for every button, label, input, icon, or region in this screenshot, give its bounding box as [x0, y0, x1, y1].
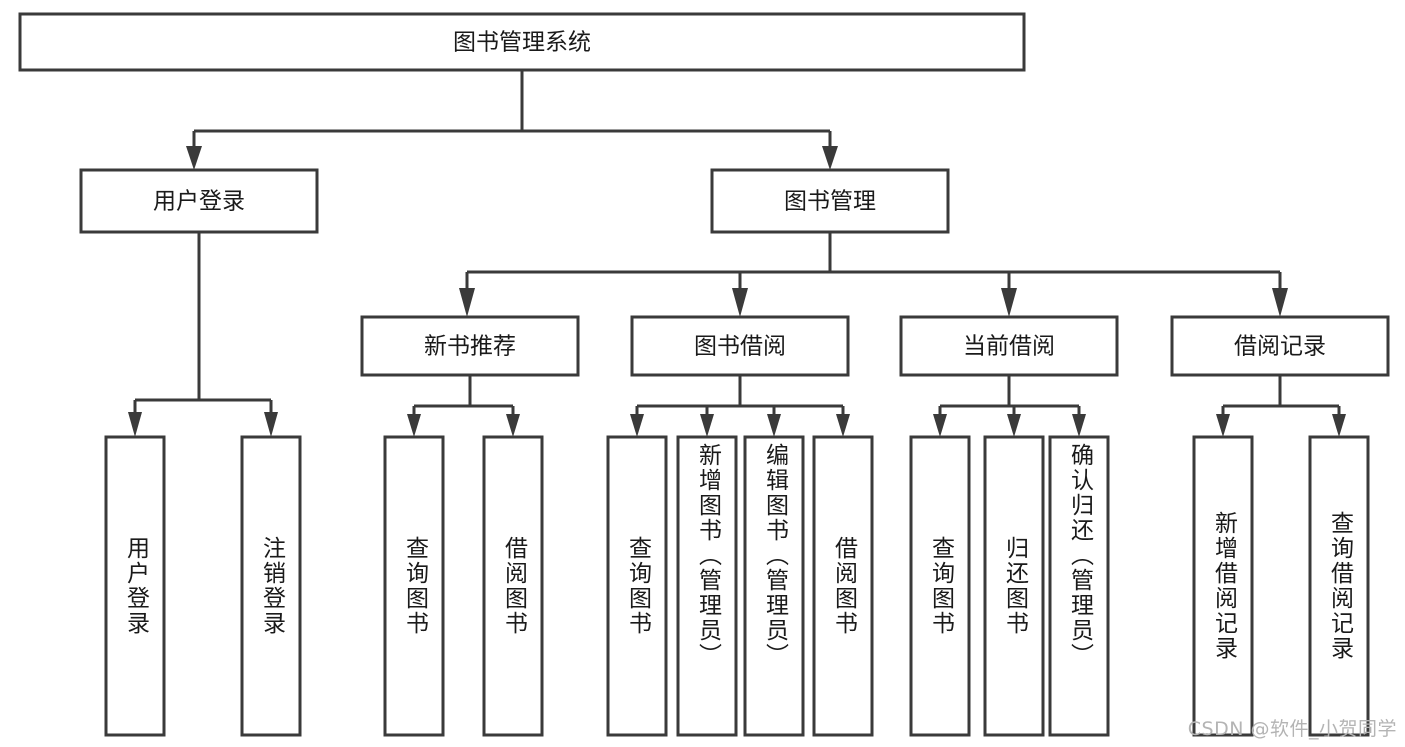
arrow-head-book-mgmt — [822, 146, 838, 170]
node-root-book-management-system[interactable]: 图书管理系统 — [18, 12, 1026, 72]
node-new-book-recommend[interactable]: 新书推荐 — [360, 315, 580, 377]
connector-group-user-login — [128, 232, 278, 437]
node-box-leaf-return-book[interactable] — [983, 435, 1045, 737]
node-box-current-borrow[interactable] — [899, 315, 1119, 377]
arrow-head-leaf-edit-book — [767, 414, 781, 437]
node-box-leaf-user-login[interactable] — [104, 435, 166, 737]
arrow-head-leaf-query-book-1 — [407, 414, 421, 437]
arrow-head-new-book-rec — [459, 288, 475, 317]
arrow-head-current-borrow — [1001, 288, 1017, 317]
arrow-head-book-borrow — [732, 288, 748, 317]
connector-group-current-borrow — [933, 375, 1086, 437]
connector-group-book-mgmt — [459, 232, 1288, 317]
connector-group-borrow-record — [1216, 375, 1346, 437]
node-box-book-management[interactable] — [710, 168, 950, 234]
node-box-root[interactable] — [18, 12, 1026, 72]
node-label-user-login: 用户登录 — [153, 189, 245, 215]
arrow-head-leaf-query-record — [1332, 414, 1346, 437]
arrow-head-leaf-logout — [264, 412, 278, 437]
arrow-head-user-login — [186, 146, 202, 170]
node-box-leaf-query-book-2[interactable] — [606, 435, 668, 737]
node-label-book-borrow: 图书借阅 — [694, 334, 786, 360]
arrow-head-leaf-user-login — [128, 412, 142, 437]
node-box-book-borrow[interactable] — [630, 315, 850, 377]
watermark-text: CSDN @软件_小贺同学 — [1187, 718, 1397, 740]
node-label-borrow-record: 借阅记录 — [1234, 334, 1326, 360]
node-box-new-book-recommend[interactable] — [360, 315, 580, 377]
node-current-borrow[interactable]: 当前借阅 — [899, 315, 1119, 377]
node-label-current-borrow: 当前借阅 — [963, 334, 1055, 360]
arrow-head-leaf-return-book — [1007, 414, 1021, 437]
node-box-leaf-edit-book[interactable] — [743, 435, 805, 737]
node-box-leaf-borrow-book-2[interactable] — [812, 435, 874, 737]
node-box-leaf-confirm-return[interactable] — [1048, 435, 1110, 737]
arrow-head-leaf-borrow-book-2 — [836, 414, 850, 437]
node-borrow-record[interactable]: 借阅记录 — [1170, 315, 1390, 377]
arrow-head-leaf-query-book-2 — [630, 414, 644, 437]
connector-group-new-book-rec — [407, 375, 520, 437]
leaf-box-group — [104, 435, 1370, 737]
arrow-head-leaf-borrow-book-1 — [506, 414, 520, 437]
node-book-borrow[interactable]: 图书借阅 — [630, 315, 850, 377]
node-box-user-login[interactable] — [79, 168, 319, 234]
node-box-leaf-query-book-1[interactable] — [383, 435, 445, 737]
node-box-borrow-record[interactable] — [1170, 315, 1390, 377]
connector-group-book-borrow — [630, 375, 850, 437]
arrow-head-leaf-confirm-return — [1072, 414, 1086, 437]
connector-group-root — [186, 70, 838, 170]
node-book-management[interactable]: 图书管理 — [710, 168, 950, 234]
node-box-leaf-logout[interactable] — [240, 435, 302, 737]
node-label-new-book-recommend: 新书推荐 — [424, 334, 516, 360]
node-box-leaf-query-record[interactable] — [1308, 435, 1370, 737]
node-box-leaf-query-book-3[interactable] — [909, 435, 971, 737]
arrow-head-leaf-query-book-3 — [933, 414, 947, 437]
node-box-leaf-add-book[interactable] — [676, 435, 738, 737]
node-box-leaf-add-record[interactable] — [1192, 435, 1254, 737]
node-user-login[interactable]: 用户登录 — [79, 168, 319, 234]
arrow-head-borrow-record — [1272, 288, 1288, 317]
node-label-root: 图书管理系统 — [453, 30, 591, 56]
node-label-book-management: 图书管理 — [784, 189, 876, 215]
arrow-head-leaf-add-record — [1216, 414, 1230, 437]
arrow-head-leaf-add-book — [700, 414, 714, 437]
node-box-leaf-borrow-book-1[interactable] — [482, 435, 544, 737]
